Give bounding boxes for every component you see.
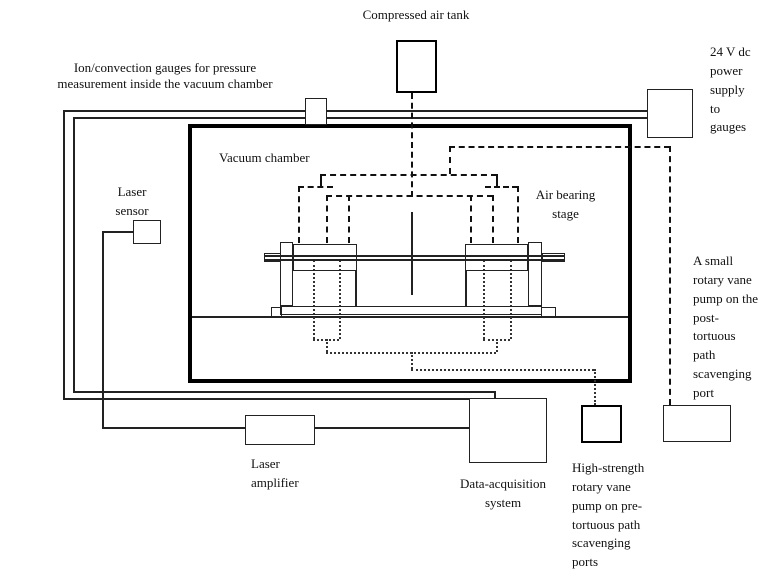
laser-sensor-wire-horizontal: [102, 231, 134, 233]
guide-rail-top: [264, 255, 565, 257]
bearing-pad-right: [465, 244, 528, 271]
bearing-inlet-2: [326, 195, 328, 243]
stage-foot-left: [271, 307, 282, 318]
gauge-wire-left-inner-vertical: [73, 117, 75, 392]
post-tortuous-elbow: [449, 146, 451, 174]
post-tortuous-line-horizontal: [449, 146, 670, 148]
vacuum-chamber-label: Vacuum chamber: [219, 150, 310, 165]
bearing-pad-left: [293, 244, 357, 271]
laser-amplifier-box: [245, 415, 315, 445]
power-supply-label: 24 V dc power supply to gauges: [710, 44, 751, 135]
rail-end-stub-left: [264, 253, 281, 262]
air-manifold-row-upper: [320, 174, 497, 176]
air-manifold-drop-right: [496, 174, 498, 186]
laser-sensor-wire-vertical: [102, 231, 104, 428]
gauge-wire-drop-to-daq: [494, 391, 496, 399]
compressed-air-tank-box: [396, 40, 437, 93]
gauge-wire-left-outer-vertical: [63, 110, 65, 399]
scavenge-drop-1: [313, 260, 315, 339]
gauge-wire-top-inner: [73, 117, 647, 119]
bearing-inlet-3: [348, 195, 350, 243]
high-strength-pump-label: High-strength rotary vane pump on pre- t…: [572, 460, 645, 569]
air-manifold-row-lower: [326, 195, 493, 197]
scavenge-line-to-pump: [594, 369, 596, 405]
gauge-wire-bottom-inner: [73, 391, 495, 393]
amplifier-to-daq-wire: [315, 427, 469, 429]
high-strength-pump-box: [581, 405, 622, 443]
air-branch-right: [485, 186, 518, 188]
center-reference-line: [411, 212, 413, 295]
post-tortuous-line-vertical: [669, 146, 671, 405]
bearing-inlet-6: [517, 186, 519, 243]
scavenge-lower-horizontal: [411, 369, 594, 371]
guide-rail-bottom: [264, 259, 565, 261]
vacuum-chamber-outline: [188, 124, 632, 383]
air-manifold-drop-left: [320, 174, 322, 186]
ion-gauge-box: [305, 98, 327, 125]
ion-gauges-label: Ion/convection gauges for pressure measu…: [57, 60, 273, 91]
bearing-inlet-1: [298, 186, 300, 243]
gauge-wire-top-outer: [63, 110, 647, 112]
laser-wire-to-amplifier: [102, 427, 245, 429]
scavenge-drop-2: [339, 260, 341, 339]
scavenge-center-drop: [411, 352, 413, 369]
power-supply-box: [647, 89, 693, 138]
scavenge-drop-3: [483, 260, 485, 339]
scavenge-drop-4: [510, 260, 512, 339]
laser-amplifier-label: Laser amplifier: [251, 456, 299, 490]
laser-sensor-box: [133, 220, 161, 244]
stage-foot-right: [541, 307, 556, 318]
small-rotary-pump-label: A small rotary vane pump on the post- to…: [693, 253, 758, 400]
chamber-shelf-line: [192, 316, 628, 318]
bearing-inlet-5: [492, 195, 494, 243]
stage-post-left: [280, 242, 293, 306]
laser-sensor-label: Laser sensor: [115, 184, 149, 218]
rail-end-stub-right: [542, 253, 565, 262]
stage-base-plate: [280, 306, 542, 315]
stage-post-right: [528, 242, 542, 306]
data-acquisition-box: [469, 398, 547, 463]
air-line-from-tank: [411, 93, 413, 197]
bearing-inlet-4: [470, 195, 472, 243]
data-acquisition-label: Data-acquisition system: [460, 476, 546, 510]
air-branch-left: [298, 186, 333, 188]
pad-leg-right: [465, 271, 467, 306]
scavenge-union-right-drop: [496, 339, 498, 352]
pad-leg-left: [355, 271, 357, 306]
compressed-air-tank-label: Compressed air tank: [362, 7, 470, 22]
small-rotary-pump-box: [663, 405, 731, 442]
air-bearing-stage-label: Air bearing stage: [535, 187, 596, 221]
gauge-wire-bottom-outer: [63, 398, 469, 400]
scavenge-union-left-drop: [326, 339, 328, 352]
